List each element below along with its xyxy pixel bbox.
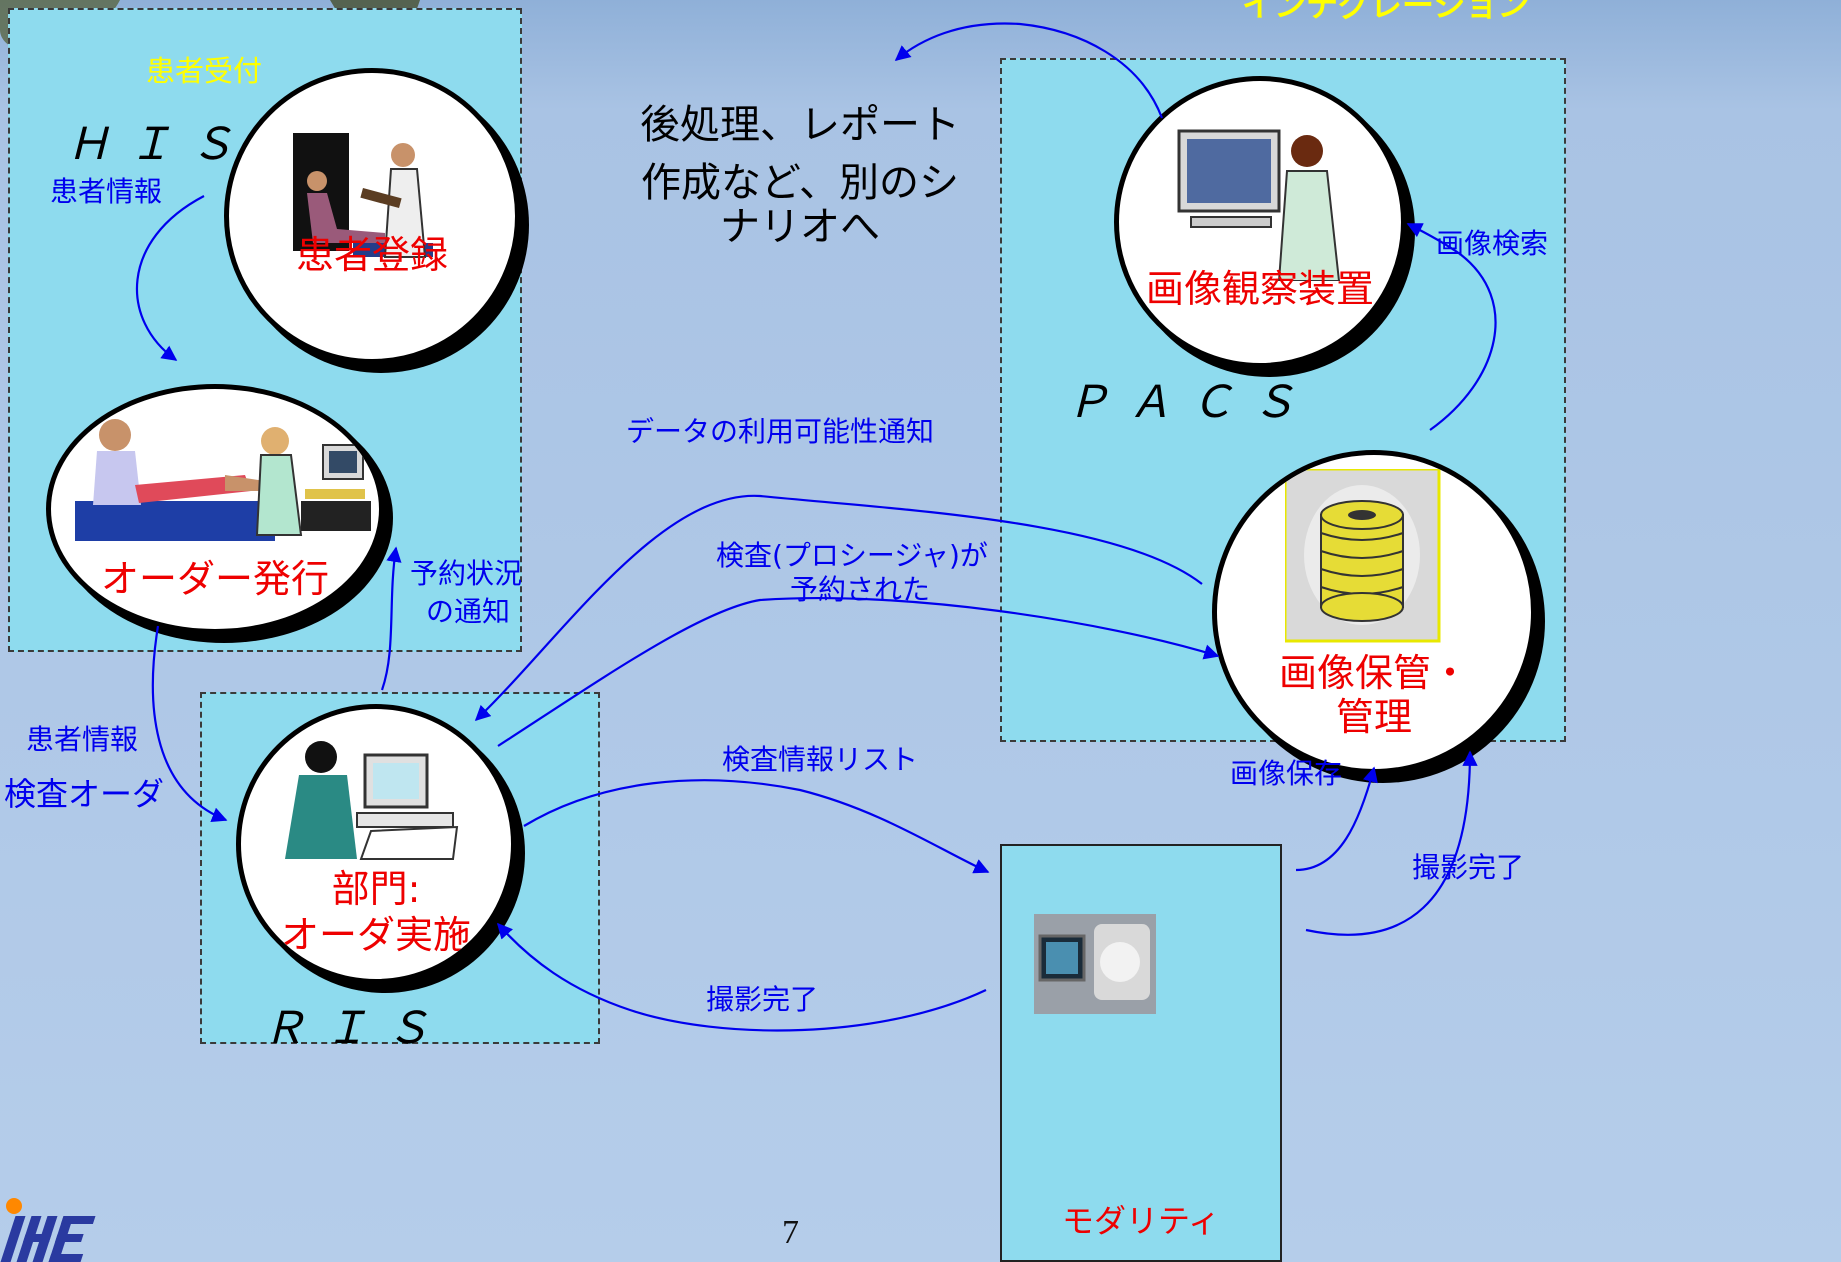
arrow-patient-info-his (135, 195, 205, 361)
order-placer-illustration (75, 419, 371, 541)
procedure-scheduled-label-line1: 検査(プロシージャ)が (716, 539, 988, 572)
image-storage-label: 画像保存 (1230, 757, 1343, 790)
data-availability-label: データの利用可能性通知 (626, 415, 935, 448)
modality-label: モダリティ (1061, 1202, 1221, 1240)
department-order-filler-node: 部門: オーダ実施 (236, 704, 516, 984)
integration-header-text: インテグレーション (1242, 0, 1530, 24)
patient-registration-label: 患者登録 (295, 233, 448, 277)
modality-box (1000, 844, 1282, 1262)
patient-reception-label: 患者受付 (146, 54, 263, 88)
department-label-line2: オーダ実施 (280, 913, 471, 957)
image-manager-label-line2: 管理 (1335, 695, 1412, 739)
image-manager-node: 画像保管・ 管理 (1212, 450, 1536, 774)
arrow-order-status (380, 546, 402, 691)
his-title: ＨＩＳ (66, 119, 252, 170)
arrow-data-availability (474, 494, 1203, 722)
order-placer-node: オーダー発行 (46, 384, 384, 634)
order-placer-label: オーダー発行 (100, 557, 329, 601)
patient-registration-node: 患者登録 (224, 68, 520, 364)
order-status-label-line1: 予約状況 (410, 557, 523, 590)
arrow-worklist (523, 779, 990, 874)
image-query-label: 画像検索 (1436, 227, 1549, 260)
arrow-post-processing (894, 22, 1164, 119)
arrow-image-storage (1295, 766, 1378, 872)
patient-registration-illustration (293, 133, 433, 258)
image-display-illustration (1177, 129, 1341, 281)
post-processing-line3: ナリオへ (720, 204, 880, 250)
arrow-performed-to-ris (496, 922, 987, 1032)
arrow-procedure-scheduled (497, 596, 1220, 747)
order-status-label-line2: の通知 (426, 595, 511, 628)
arrow-order-to-ris (151, 625, 228, 823)
patient-info-flow-label: 患者情報 (50, 175, 163, 208)
exam-order-label: 検査オーダ (4, 775, 165, 813)
patient-info-to-ris-label: 患者情報 (26, 723, 139, 756)
arrow-performed-to-pacs (1305, 750, 1478, 936)
worklist-label: 検査情報リスト (722, 743, 919, 776)
modality-illustration (1034, 914, 1156, 1014)
image-manager-label-line1: 画像保管・ (1278, 651, 1469, 695)
image-display-label: 画像観察装置 (1145, 267, 1374, 311)
arrow-image-query (1406, 223, 1497, 431)
page-number: 7 (782, 1214, 799, 1251)
department-label-line1: 部門: (331, 867, 421, 911)
image-manager-illustration (1285, 469, 1441, 643)
department-illustration (285, 741, 459, 860)
performed-to-ris-label: 撮影完了 (706, 983, 819, 1016)
ris-title: ＲＩＳ (262, 1003, 448, 1054)
image-display-node: 画像観察装置 (1114, 76, 1406, 368)
performed-to-pacs-label: 撮影完了 (1412, 851, 1525, 884)
pacs-title: ＰＡＣＳ (1066, 377, 1314, 428)
post-processing-line2: 作成など、別のシ (641, 160, 959, 206)
ihe-logo (0, 1198, 96, 1262)
post-processing-line1: 後処理、レポート (640, 102, 960, 148)
